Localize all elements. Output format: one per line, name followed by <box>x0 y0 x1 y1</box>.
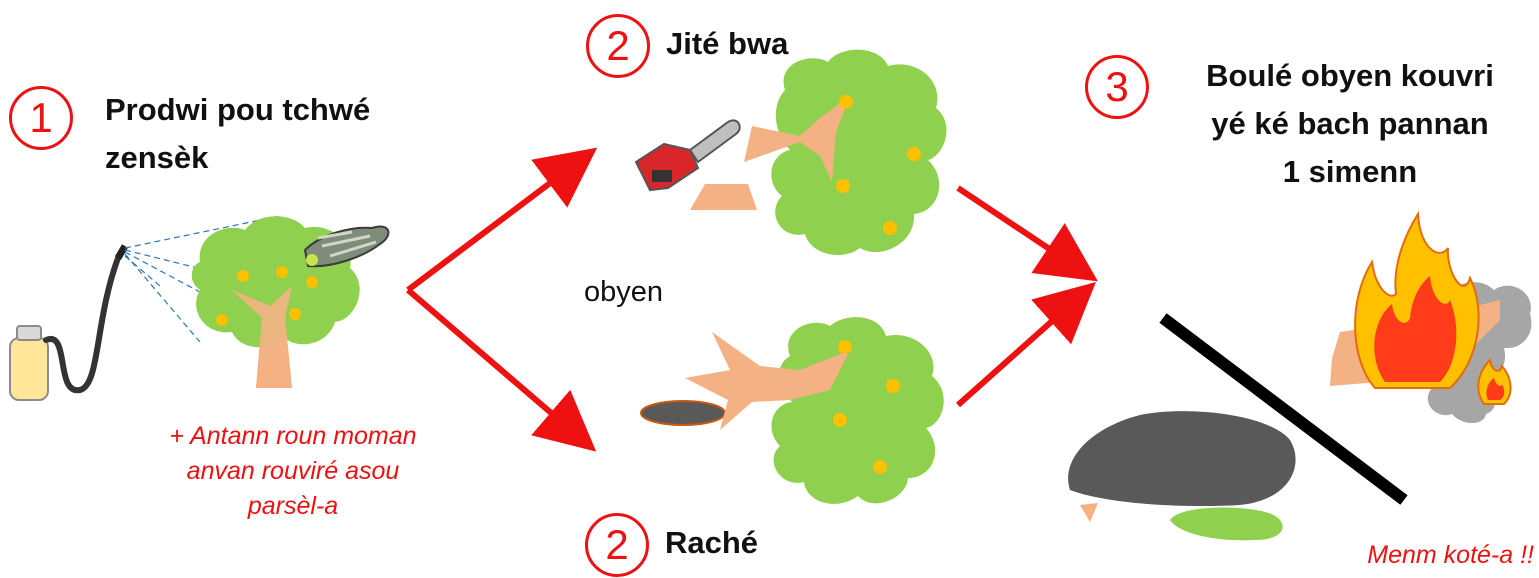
step-number-1: 1 <box>9 86 73 150</box>
step-number-2a: 2 <box>586 14 650 78</box>
branch-arrows <box>406 147 1098 452</box>
tarp-icon <box>1068 411 1296 541</box>
divider-slash <box>1159 313 1408 505</box>
connector-word: obyen <box>584 276 664 308</box>
tree-icon <box>744 49 947 256</box>
step-1-title-line: Prodwi pou tchwé <box>105 92 371 127</box>
step-3-title-line: yé ké bach pannan <box>1211 106 1489 141</box>
insect-icon <box>303 225 390 268</box>
step-3-title-line: 1 simenn <box>1282 154 1418 189</box>
step-1-title-line: zensèk <box>105 140 209 175</box>
tree-icon <box>685 317 944 504</box>
step-3-title-line: Boulé obyen kouvri <box>1206 58 1494 93</box>
step-1-note-line: parsèl-a <box>247 492 339 520</box>
step-3-title: Boulé obyen kouvri yé ké bach pannan 1 s… <box>1170 52 1530 196</box>
step-number-3: 3 <box>1085 55 1149 119</box>
chainsaw-icon <box>634 119 741 192</box>
step-3-note: Menm koté-a !! <box>1367 541 1534 569</box>
step-1-title: Prodwi pou tchwé zensèk <box>105 86 370 182</box>
sprayer-icon <box>9 215 281 401</box>
step-2b-title: Raché <box>665 525 759 560</box>
step-2a-title: Jité bwa <box>666 26 789 61</box>
stump-icon <box>690 184 757 210</box>
pit-icon <box>640 400 726 426</box>
step-1-note-line: + Antann roun moman <box>169 422 417 450</box>
fire-icon <box>1354 210 1512 405</box>
step-1-note-line: anvan rouviré asou <box>186 457 400 485</box>
step-number-2b: 2 <box>585 513 649 577</box>
step-1-note: + Antann roun moman anvan rouviré asou p… <box>118 419 468 524</box>
